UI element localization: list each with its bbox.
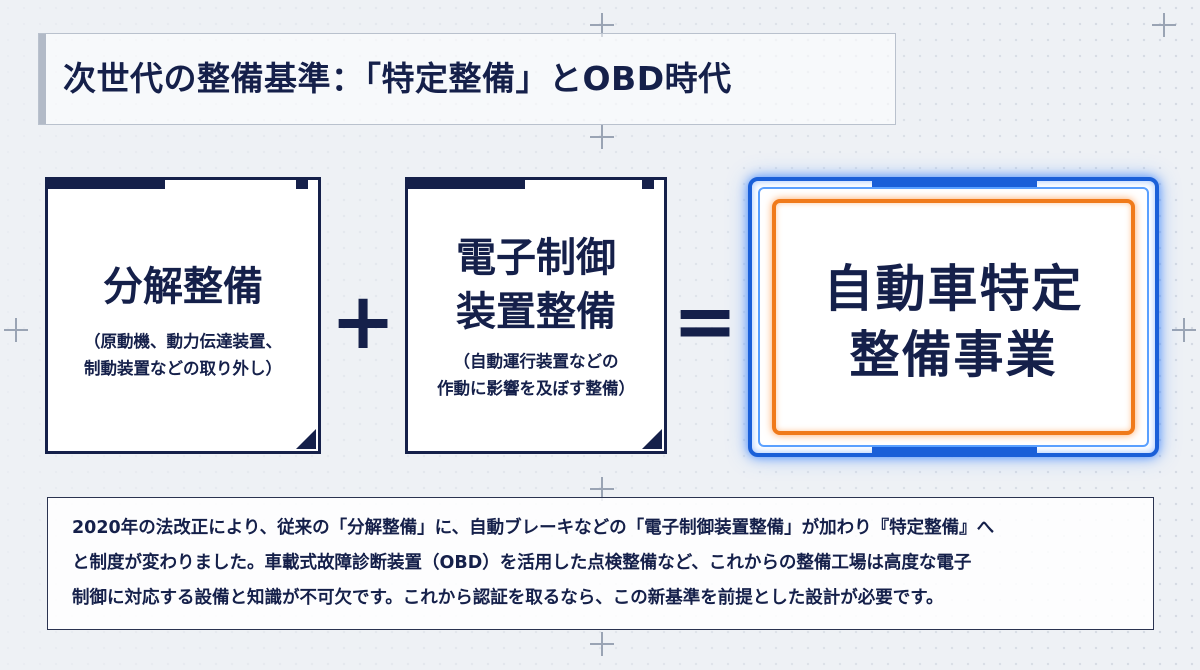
card-corner-tab [296, 177, 308, 189]
result-title-line: 整備事業 [849, 326, 1058, 384]
card-subtitle-line: 制動装置などの取り外し） [84, 359, 282, 378]
crosshair-mark [1152, 13, 1176, 37]
card-corner-triangle [642, 429, 662, 449]
disassembly-maintenance-card: 分解整備 （原動機、動力伝達装置、 制動装置などの取り外し） [45, 177, 321, 454]
crosshair-mark [590, 13, 614, 37]
crosshair-mark [590, 477, 614, 501]
result-highlight-frame: 自動車特定 整備事業 [748, 177, 1159, 457]
title-panel: 次世代の整備基準：「特定整備」とOBD時代 [38, 33, 896, 125]
page-title: 次世代の整備基準：「特定整備」とOBD時代 [63, 59, 732, 98]
description-panel: 2020年の法改正により、従来の「分解整備」に、自動ブレーキなどの「電子制御装置… [47, 497, 1154, 630]
card-corner-triangle [296, 429, 316, 449]
description-line: と制度が変わりました。車載式故障診断装置（OBD）を活用した点検整備など、これか… [72, 553, 972, 573]
card-title-line: 装置整備 [456, 289, 616, 335]
title-accent-bar [39, 34, 46, 124]
card-subtitle-line: 作動に影響を及ぼす整備） [437, 379, 635, 398]
result-title-line: 自動車特定 [823, 260, 1084, 318]
description-line: 2020年の法改正により、従来の「分解整備」に、自動ブレーキなどの「電子制御装置… [72, 518, 995, 538]
card-title: 分解整備 [103, 264, 263, 310]
frame-accent-tab [872, 447, 1037, 457]
result-inner-frame: 自動車特定 整備事業 [772, 199, 1135, 435]
frame-accent-tab [872, 177, 1037, 187]
crosshair-mark [4, 318, 28, 342]
card-subtitle-line: （自動運行装置などの [453, 352, 619, 371]
crosshair-mark [590, 632, 614, 656]
card-corner-tab [405, 177, 525, 189]
card-subtitle-line: （原動機、動力伝達装置、 [84, 332, 282, 351]
card-corner-tab [642, 177, 654, 189]
card-corner-tab [45, 177, 165, 189]
card-title-line: 電子制御 [456, 235, 616, 281]
crosshair-mark [590, 125, 614, 149]
plus-sign: + [330, 277, 396, 367]
crosshair-mark [1172, 318, 1196, 342]
description-line: 制御に対応する設備と知識が不可欠です。これから認証を取るなら、この新基準を前提と… [72, 588, 944, 608]
electronic-control-maintenance-card: 電子制御 装置整備 （自動運行装置などの 作動に影響を及ぼす整備） [405, 177, 667, 454]
equals-sign: = [672, 277, 738, 367]
